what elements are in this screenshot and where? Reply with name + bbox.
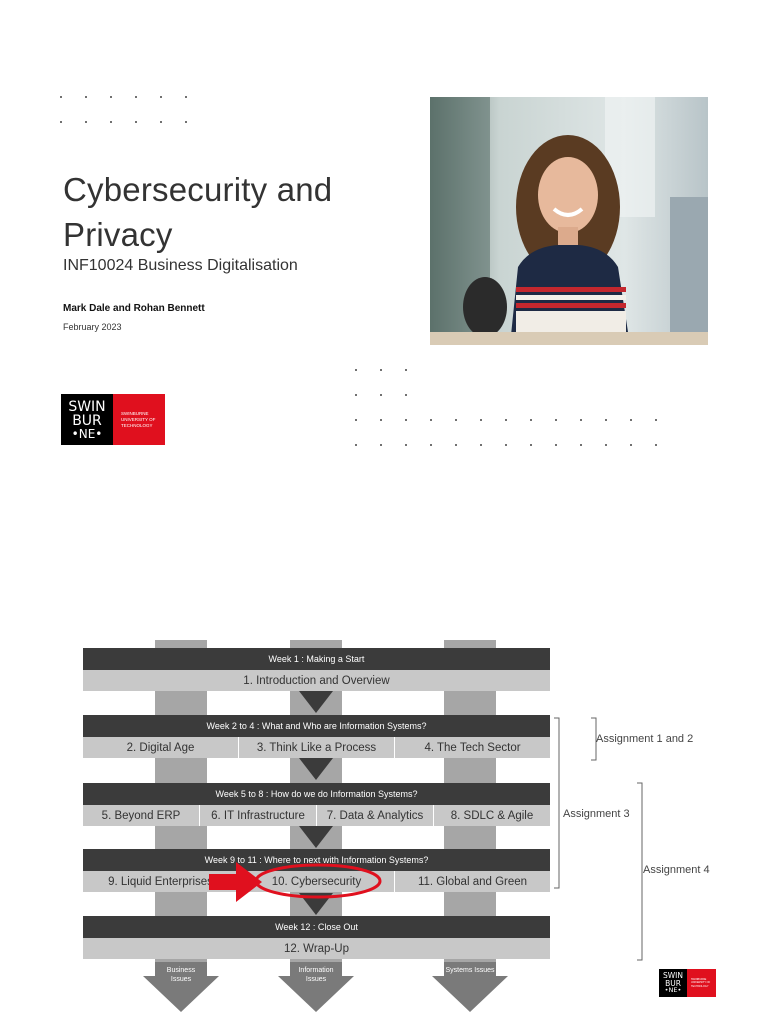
down-arrow-icon [299, 758, 333, 780]
topic-cell: 11. Global and Green [417, 875, 528, 888]
assignment-label: Assignment 1 and 2 [596, 733, 694, 745]
week-header: Week 12 : Close Out [83, 916, 550, 938]
highlight-ellipse [254, 863, 382, 899]
logo-uni-1: SWINBURNE [691, 977, 707, 981]
topic-cell: 1. Introduction and Overview [243, 674, 390, 687]
swinburne-logo: SWIN BUR •NE• SWINBURNE UNIVERSITY OF TE… [61, 394, 165, 445]
output-label: Systems Issues [445, 967, 495, 974]
assignment-label: Assignment 4 [643, 864, 710, 876]
logo-uni-3: TECHNOLOGY [121, 422, 153, 428]
output-arrow-icon [143, 962, 219, 1012]
logo-uni-3: TECHNOLOGY [691, 984, 709, 988]
topic-cell: 2. Digital Age [83, 737, 239, 758]
week-header: Week 1 : Making a Start [83, 648, 550, 670]
bracket-assignment-1-2 [591, 717, 597, 761]
cover-photo [430, 97, 708, 345]
week-topics: 1. Introduction and Overview [83, 670, 550, 691]
logo-line-3: •NE• [664, 986, 682, 995]
slide-authors: Mark Dale and Rohan Bennett [63, 303, 205, 314]
logo-line-3: •NE• [71, 426, 103, 441]
slide-title: Cybersecurity and Privacy [63, 171, 333, 253]
swinburne-logo-small: SWIN BUR •NE• SWINBURNE UNIVERSITY OF TE… [659, 969, 716, 997]
down-arrow-icon [299, 826, 333, 848]
bracket-assignment-3 [554, 717, 560, 889]
topic-cell: 4. The Tech Sector [424, 741, 521, 754]
week-header: Week 5 to 8 : How do we do Information S… [83, 783, 550, 805]
week-topics: 12. Wrap-Up [83, 938, 550, 959]
slide-date: February 2023 [63, 322, 122, 332]
output-label: Business Issues [166, 967, 196, 983]
logo-uni-1: SWINBURNE [121, 410, 149, 416]
logo-line-1: SWIN [663, 971, 683, 981]
logo-line-2: BUR [72, 412, 102, 429]
topic-cell: 5. Beyond ERP [83, 805, 200, 826]
bracket-assignment-4 [637, 782, 643, 961]
output-arrow-icon [278, 962, 354, 1012]
logo-line-1: SWIN [68, 398, 106, 415]
output-label: Information Issues [298, 967, 334, 983]
week-topics: 5. Beyond ERP 6. IT Infrastructure 7. Da… [83, 805, 550, 826]
week-header: Week 2 to 4 : What and Who are Informati… [83, 715, 550, 737]
logo-uni-2: UNIVERSITY OF [691, 981, 711, 985]
topic-cell: 3. Think Like a Process [239, 737, 395, 758]
red-pointer-arrow-icon [209, 862, 262, 902]
week-topics: 9. Liquid Enterprises 10. Cybersecurity … [83, 871, 550, 892]
logo-line-2: BUR [665, 978, 681, 988]
slide-subtitle: INF10024 Business Digitalisation [63, 257, 298, 274]
topic-cell-highlighted: 10. Cybersecurity [239, 871, 395, 892]
topic-cell: 12. Wrap-Up [284, 942, 349, 955]
output-arrow-icon [432, 962, 508, 1012]
logo-uni-2: UNIVERSITY OF [121, 416, 156, 422]
down-arrow-icon [299, 691, 333, 713]
topic-cell: 7. Data & Analytics [317, 805, 434, 826]
assignment-label: Assignment 3 [563, 808, 630, 820]
topic-cell: 8. SDLC & Agile [450, 809, 534, 822]
topic-cell: 6. IT Infrastructure [200, 805, 317, 826]
down-arrow-icon [299, 893, 333, 915]
week-header: Week 9 to 11 : Where to next with Inform… [83, 849, 550, 871]
week-topics: 2. Digital Age 3. Think Like a Process 4… [83, 737, 550, 758]
